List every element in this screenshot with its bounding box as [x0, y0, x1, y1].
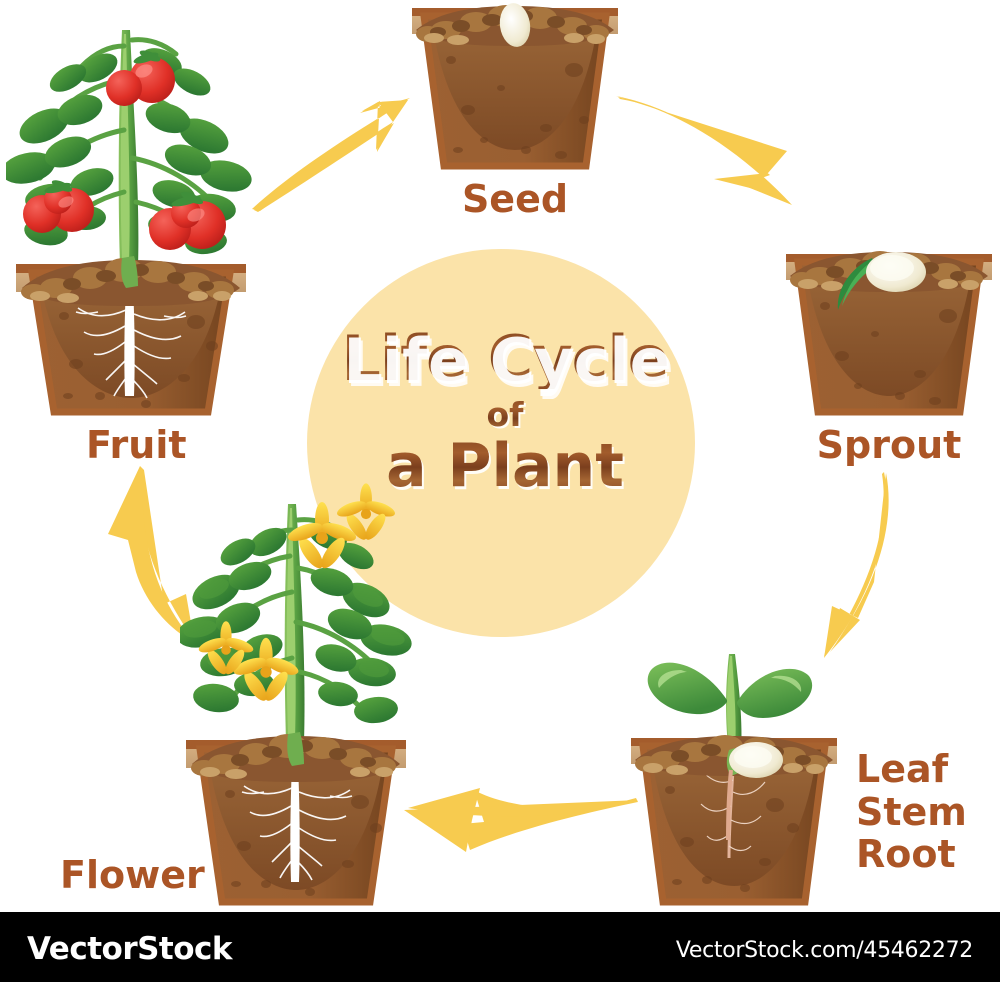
title-of: of	[320, 395, 690, 434]
stage-leaf-stem-root[interactable]	[625, 630, 843, 910]
seed-icon	[499, 3, 531, 47]
title-line-1: Life Cycle	[320, 328, 690, 390]
center-circle-background	[307, 249, 695, 637]
vectorstock-logo: VectorStock	[27, 931, 233, 967]
leaf-cluster-right	[309, 522, 412, 724]
soil-clumps	[416, 5, 609, 45]
stage-flower[interactable]	[176, 472, 412, 910]
stage-seed[interactable]	[406, 0, 624, 172]
stage-label-fruit: Fruit	[86, 423, 187, 467]
stage-fruit[interactable]	[1, 20, 256, 420]
stage-label-sprout: Sprout	[816, 423, 962, 467]
watermark-bar: VectorStock VectorStock.com/45462272	[0, 912, 1000, 982]
pot-flowering-plant-icon	[176, 483, 412, 906]
leaf-icon	[647, 662, 727, 715]
flower-icon	[198, 483, 395, 701]
pot-seedling-icon	[631, 654, 837, 906]
arrow-flower-to-fruit	[108, 466, 194, 642]
stage-label-seed: Seed	[461, 177, 569, 221]
title-line-2: a Plant	[320, 436, 690, 496]
arrow-seed-to-sprout	[616, 96, 792, 205]
pot-seed-icon	[412, 3, 618, 170]
arrow-leaf-to-flower	[404, 788, 638, 852]
arrow-fruit-to-seed	[252, 98, 410, 212]
vectorstock-url: VectorStock.com/45462272	[675, 938, 973, 963]
pot-sprout-icon	[786, 251, 992, 416]
stage-label-flower: Flower	[60, 853, 205, 897]
pot-fruiting-plant-icon	[1, 30, 252, 416]
diagram-title: Life Cycle of a Plant	[320, 328, 690, 496]
leaf-cluster-left	[176, 527, 287, 713]
stage-label-leaf-stem-root: Leaf Stem Root	[856, 747, 967, 877]
arrow-sprout-to-leaf	[824, 472, 889, 658]
stage-sprout[interactable]	[780, 246, 998, 418]
fruit-icon	[23, 50, 226, 250]
